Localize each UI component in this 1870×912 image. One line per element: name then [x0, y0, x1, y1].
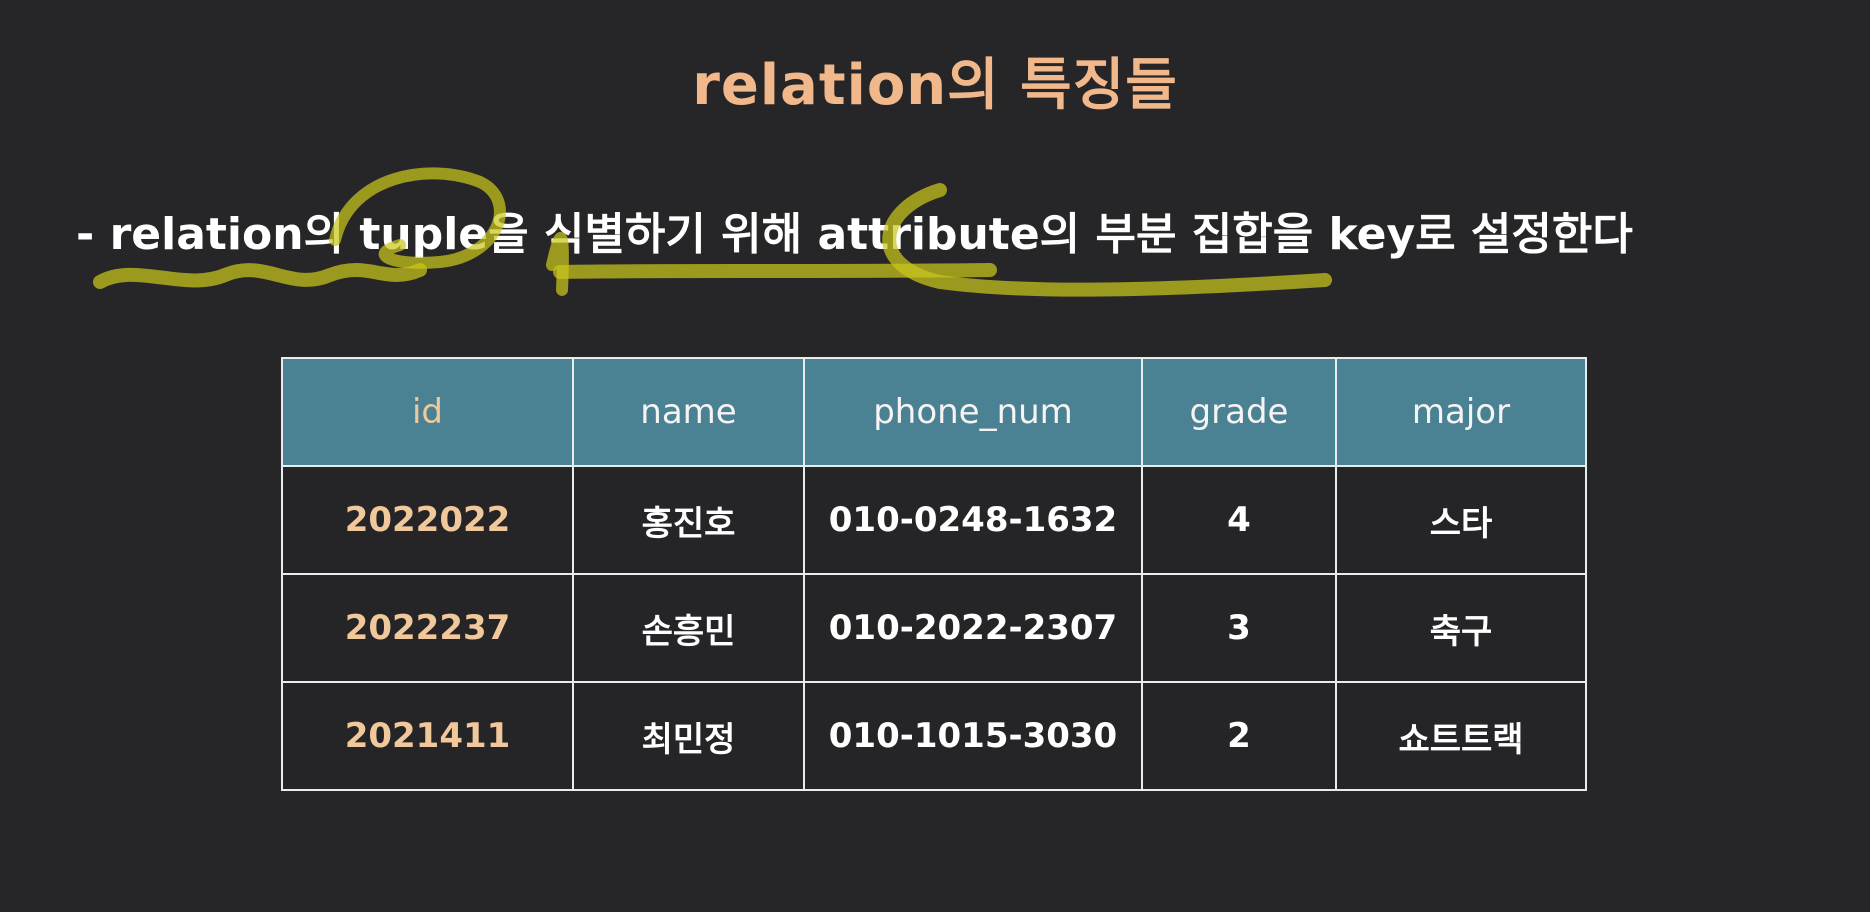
cell-id: 2022022 — [281, 465, 574, 575]
table-header-row: id name phone_num grade major — [281, 357, 1587, 467]
cell-name: 홍진호 — [572, 465, 805, 575]
cell-grade: 4 — [1141, 465, 1337, 575]
cell-major: 축구 — [1335, 573, 1587, 683]
cell-grade: 3 — [1141, 573, 1337, 683]
column-header-phone-num: phone_num — [803, 357, 1143, 467]
column-header-name: name — [572, 357, 805, 467]
column-header-grade: grade — [1141, 357, 1337, 467]
cell-name: 최민정 — [572, 681, 805, 791]
relation-table: id name phone_num grade major 2022022 홍진… — [281, 357, 1587, 791]
cell-id: 2021411 — [281, 681, 574, 791]
cell-id: 2022237 — [281, 573, 574, 683]
table-row: 2021411 최민정 010-1015-3030 2 쇼트트랙 — [281, 681, 1587, 791]
cell-phone-num: 010-0248-1632 — [803, 465, 1143, 575]
column-header-id: id — [281, 357, 574, 467]
column-header-major: major — [1335, 357, 1587, 467]
cell-phone-num: 010-2022-2307 — [803, 573, 1143, 683]
slide-title: relation의 특징들 — [692, 53, 1178, 118]
table-row: 2022022 홍진호 010-0248-1632 4 스타 — [281, 465, 1587, 575]
cell-phone-num: 010-1015-3030 — [803, 681, 1143, 791]
table-row: 2022237 손흥민 010-2022-2307 3 축구 — [281, 573, 1587, 683]
bullet-text: - relation의 tuple을 식별하기 위해 attribute의 부분… — [76, 209, 1633, 260]
cell-major: 쇼트트랙 — [1335, 681, 1587, 791]
cell-grade: 2 — [1141, 681, 1337, 791]
cell-major: 스타 — [1335, 465, 1587, 575]
cell-name: 손흥민 — [572, 573, 805, 683]
